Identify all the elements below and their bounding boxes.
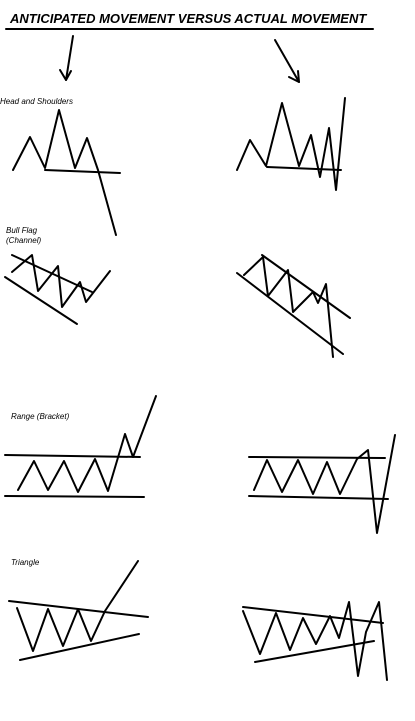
triangle-anticipated <box>8 560 149 661</box>
actual-arrow <box>274 39 300 83</box>
range-bracket-actual <box>248 434 396 534</box>
range-bracket-anticipated <box>4 395 157 498</box>
head-and-shoulders-anticipated <box>12 109 121 236</box>
bull-flag-actual <box>236 254 351 358</box>
triangle-label: Triangle <box>11 558 40 567</box>
bull-flag-label: Bull Flag (Channel) <box>6 226 41 245</box>
bull-flag-anticipated <box>4 254 111 325</box>
anticipated-arrow <box>59 35 74 81</box>
head-and-shoulders-label: Head and Shoulders <box>0 97 73 106</box>
diagram-title: ANTICIPATED MOVEMENT VERSUS ACTUAL MOVEM… <box>9 11 367 26</box>
head-and-shoulders-actual <box>236 97 346 191</box>
triangle-actual <box>242 601 388 681</box>
range-bracket-label: Range (Bracket) <box>11 412 70 421</box>
